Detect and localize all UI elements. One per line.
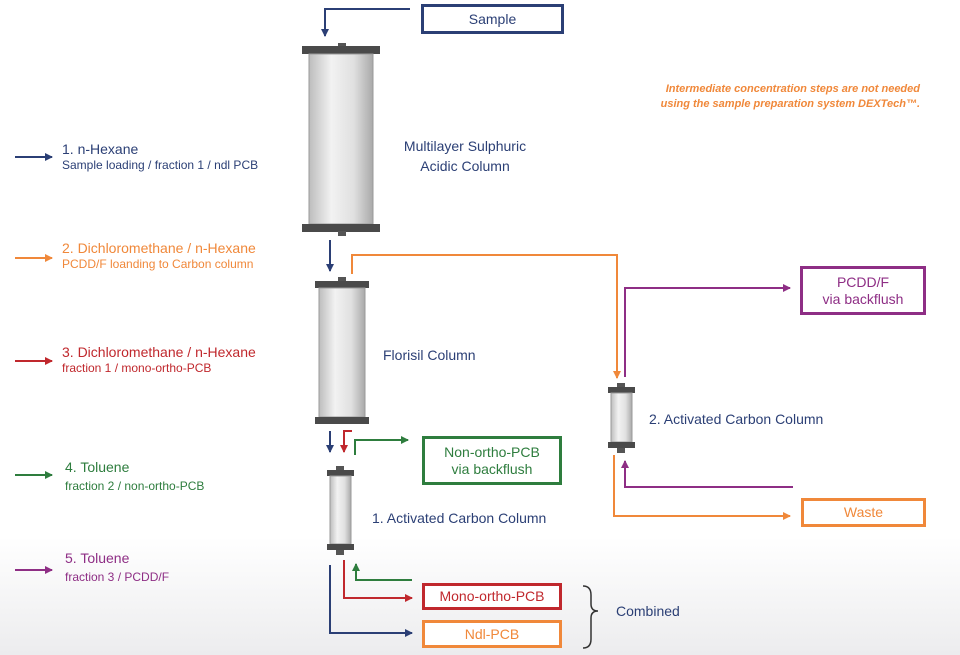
mono-ortho-pcb-box: Mono-ortho-PCB xyxy=(422,583,562,610)
orange-to-carbon2-line xyxy=(351,254,621,379)
non-ortho-pcb-box: Non-ortho-PCB via backflush xyxy=(422,436,562,485)
sample-box-label: Sample xyxy=(468,10,517,27)
mono-ortho-box-label: Mono-ortho-PCB xyxy=(439,588,545,604)
step-4-subtitle: fraction 2 / non-ortho-PCB xyxy=(65,479,205,493)
waste-box: Waste xyxy=(801,498,926,527)
waste-box-label: Waste xyxy=(843,504,884,520)
non-ortho-box-line-1: Non-ortho-PCB xyxy=(444,443,540,460)
sample-box: Sample xyxy=(421,4,564,34)
carbon-column-2-label: 2. Activated Carbon Column xyxy=(649,411,824,427)
ndl-pcb-outlet-arrow xyxy=(329,565,413,637)
carbon-column-1-label: 1. Activated Carbon Column xyxy=(372,510,547,526)
step-4-title: 4. Toluene xyxy=(65,459,130,475)
step-5-subtitle: fraction 3 / PCDD/F xyxy=(65,570,170,584)
step-3-title: 3. Dichloromethane / n-Hexane xyxy=(62,344,256,360)
step-3-subtitle: fraction 1 / mono-ortho-PCB xyxy=(62,361,212,375)
multilayer-column-label: Multilayer Sulphuric Acidic Column xyxy=(390,136,540,176)
multilayer-label-line-1: Multilayer Sulphuric xyxy=(403,138,527,154)
mono-ortho-outlet-arrow xyxy=(343,560,413,602)
multilayer-column xyxy=(302,43,380,236)
florisil-to-carbon1-red-arrow xyxy=(340,430,352,453)
step-1-label: 1. n-Hexane Sample loading / fraction 1 … xyxy=(62,141,258,173)
ndl-pcb-box: Ndl-PCB xyxy=(422,620,562,648)
ndl-pcb-box-label: Ndl-PCB xyxy=(464,625,520,642)
florisil-column-label: Florisil Column xyxy=(383,347,476,363)
combined-brace xyxy=(582,585,599,649)
waste-outlet-arrow xyxy=(613,455,791,520)
pcdd-backflush-arrow xyxy=(624,284,791,377)
note-line-2: using the sample preparation system DEXT… xyxy=(660,98,920,110)
step-1-subtitle: Sample loading / fraction 1 / ndl PCB xyxy=(62,158,259,172)
multilayer-label-line-2: Acidic Column xyxy=(420,158,510,174)
step-2-label: 2. Dichloromethane / n-Hexane PCDD/F loa… xyxy=(62,240,256,272)
non-ortho-backflush-arrow xyxy=(354,436,409,455)
combined-label: Combined xyxy=(616,603,680,619)
pcdd-backflush-box: PCDD/F via backflush xyxy=(800,266,926,315)
dextech-note: Intermediate concentration steps are not… xyxy=(620,82,920,112)
carbon-column-2 xyxy=(608,383,635,453)
step-5-label: 5. Toluene fraction 3 / PCDD/F xyxy=(65,550,169,585)
note-line-1: Intermediate concentration steps are not… xyxy=(665,83,920,95)
step-3-label: 3. Dichloromethane / n-Hexane fraction 1… xyxy=(62,344,256,376)
pcdd-box-line-2: via backflush xyxy=(822,290,904,307)
florisil-column xyxy=(315,277,369,424)
step-2-subtitle: PCDD/F loanding to Carbon column xyxy=(62,257,254,271)
sample-flow-arrow xyxy=(321,8,410,37)
green-inlet-to-carbon1-arrow xyxy=(352,563,412,581)
step-5-title: 5. Toluene xyxy=(65,550,130,566)
purple-inlet-to-carbon2-arrow xyxy=(621,460,793,488)
carbon-column-1 xyxy=(327,466,354,555)
step-4-label: 4. Toluene fraction 2 / non-ortho-PCB xyxy=(65,459,204,494)
step-1-title: 1. n-Hexane xyxy=(62,141,139,157)
step-2-title: 2. Dichloromethane / n-Hexane xyxy=(62,240,256,256)
non-ortho-box-line-2: via backflush xyxy=(451,460,533,477)
pcdd-box-line-1: PCDD/F xyxy=(836,273,890,290)
